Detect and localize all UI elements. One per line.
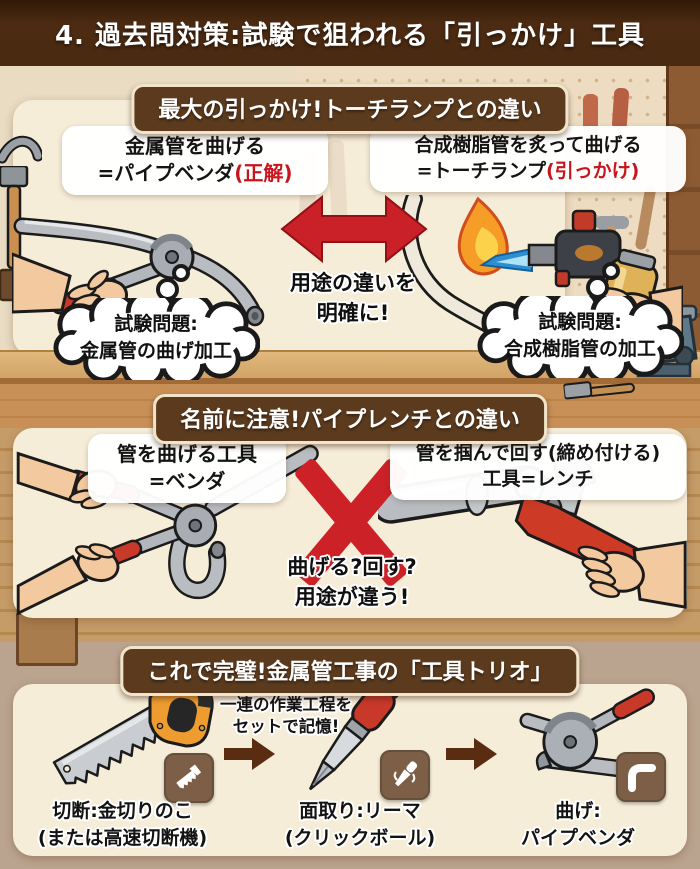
lying-hammer (562, 381, 635, 400)
double-arrow-icon (280, 194, 428, 264)
bubble-text: 合成樹脂管の加工 (503, 337, 656, 360)
hammer-silhouette (595, 216, 629, 229)
torch-lamp-label-line2: =トーチランプ (416, 159, 546, 182)
trap-tag: (引っかけ) (545, 159, 640, 182)
usage-note: 用途の違いを 明確に! (290, 271, 416, 326)
step-label-bend: 曲げ: パイプベンダ (520, 800, 635, 849)
cloud-shape (477, 296, 684, 378)
trio-note: 一連の作業工程を セットで記憶! (220, 695, 352, 737)
pipe-bender-label-line2: =パイプベンダ (97, 161, 235, 185)
bench-leg (16, 612, 78, 666)
correct-tag: (正解) (234, 161, 293, 185)
thought-bubble-bender: 試験問題: 金属管の曲げ加工 (52, 298, 260, 380)
bend-vs-turn-note: 曲げる?回す? 用途が違う! (287, 555, 417, 610)
elbow-pipe-icon (616, 752, 666, 802)
bubble-text: 試験問題: (538, 311, 622, 333)
section-wrench-heading: 名前に注意!パイプレンチとの違い (153, 394, 547, 444)
bubble-text: 試験問題: (114, 313, 198, 335)
pipe-bender-label-line1: 金属管を曲げる (125, 134, 265, 158)
torch-lamp-label: 合成樹脂管を炙って曲げる =トーチランプ(引っかけ) (370, 126, 686, 193)
bubble-text: 金属管の曲げ加工 (79, 339, 232, 362)
handsaw-illustration (52, 679, 214, 785)
page-header: 4. 過去問対策:試験で狙われる「引っかけ」工具 (0, 0, 700, 66)
handsaw-icon (164, 753, 214, 803)
wall-hook (0, 135, 42, 164)
pipe-bender-label: 金属管を曲げる =パイプベンダ(正解) (62, 126, 328, 195)
section-torch-heading: 最大の引っかけ!トーチランプとの違い (131, 84, 569, 134)
torch-lamp-label-line1: 合成樹脂管を炙って曲げる (414, 134, 642, 156)
step-label-ream: 面取り:リーマ (クリックボール) (284, 800, 436, 849)
reamer-icon (380, 750, 430, 800)
step-label-cut: 切断:金切りのこ (または高速切断機) (37, 800, 208, 849)
workbench-edge (0, 378, 700, 384)
section-trio-heading: これで完璧!金属管工事の「工具トリオ」 (120, 646, 580, 696)
cloud-shape (53, 298, 260, 380)
page-title: 4. 過去問対策:試験で狙われる「引っかけ」工具 (54, 20, 646, 51)
pipe-bender-small-illustration (519, 688, 656, 780)
bubble-dot (602, 262, 620, 280)
arrow-right-icon (224, 738, 275, 770)
screwdriver-silhouette (583, 94, 598, 134)
thought-bubble-torch: 試験問題: 合成樹脂管の加工 (476, 296, 684, 378)
wrench-label: 管を掴んで回す(締め付ける) 工具=レンチ (390, 434, 686, 501)
arrow-right-icon (446, 738, 497, 770)
bender-label: 管を曲げる工具 =ベンダ (88, 434, 286, 503)
bubble-dot (172, 264, 190, 282)
chisel-silhouette (611, 87, 630, 131)
